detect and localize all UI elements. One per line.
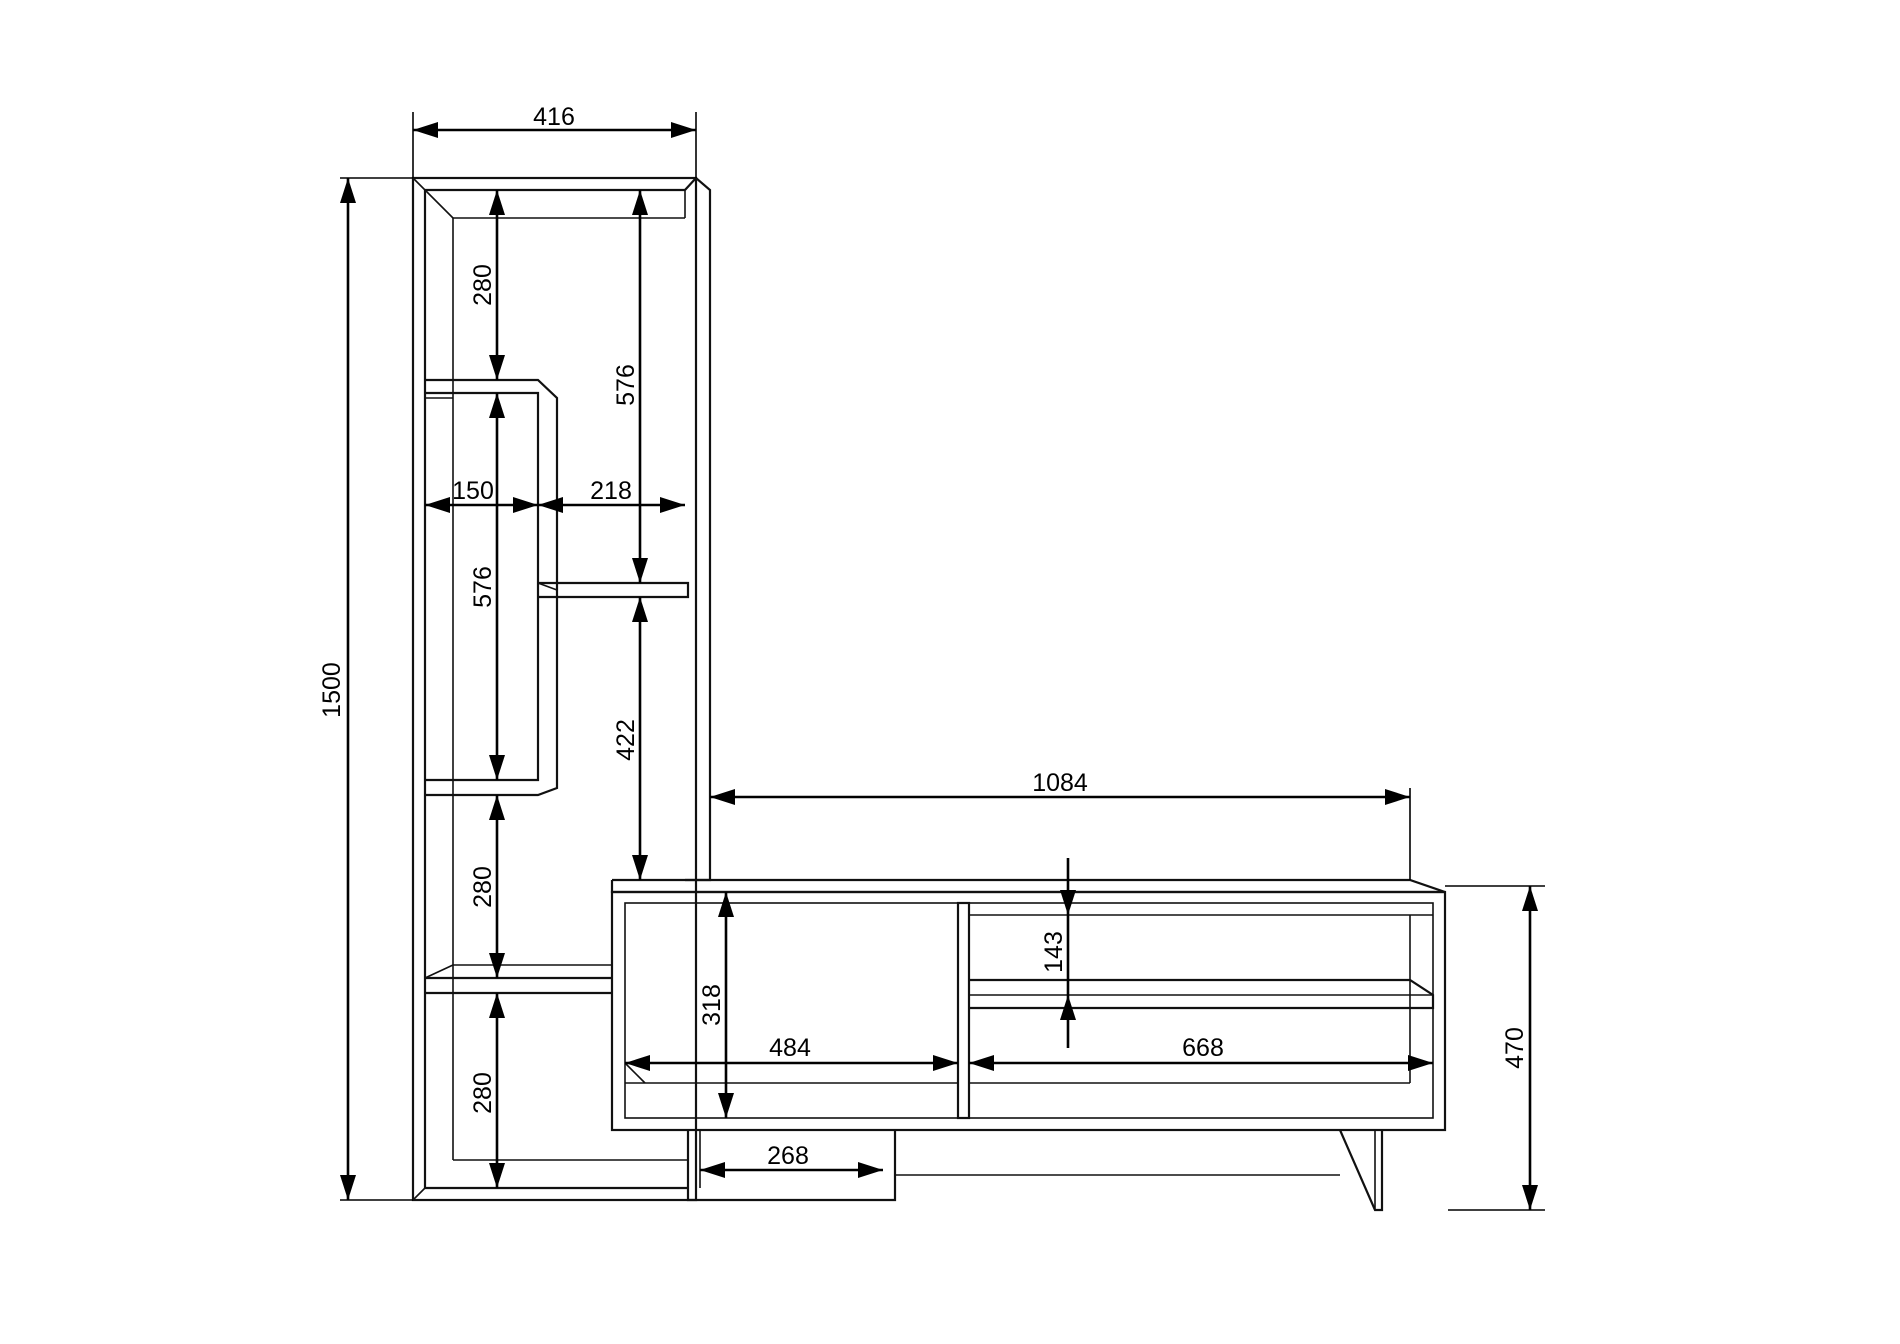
dim-label-1500: 1500 xyxy=(318,662,346,718)
dimension-318: 318 xyxy=(698,892,734,1118)
dimension-280-bottom: 280 xyxy=(469,993,505,1188)
dim-label-484: 484 xyxy=(769,1034,811,1062)
dim-label-150: 150 xyxy=(452,477,494,505)
dim-label-470: 470 xyxy=(1501,1027,1529,1069)
dim-label-280-bottom: 280 xyxy=(469,1072,497,1114)
dimension-416: 416 xyxy=(412,103,697,178)
dimension-576-left: 576 xyxy=(469,393,505,780)
dim-label-280-middle: 280 xyxy=(469,866,497,908)
dim-label-280-top: 280 xyxy=(469,264,497,306)
dimension-280-middle: 280 xyxy=(469,795,505,978)
dimension-576-right: 576 xyxy=(612,190,648,583)
dim-label-668: 668 xyxy=(1182,1034,1224,1062)
dimension-218: 218 xyxy=(538,477,685,513)
dim-label-218: 218 xyxy=(590,477,632,505)
dim-label-1084: 1084 xyxy=(1032,769,1088,797)
dimension-422: 422 xyxy=(612,597,648,880)
dim-label-268: 268 xyxy=(767,1142,809,1170)
dimension-268: 268 xyxy=(700,1142,883,1178)
dim-label-318: 318 xyxy=(698,984,726,1026)
dim-label-422: 422 xyxy=(612,719,640,761)
tall-shelf-unit xyxy=(411,176,712,1202)
dimension-150: 150 xyxy=(425,477,538,513)
dim-label-576-left: 576 xyxy=(469,566,497,608)
dimension-143: 143 xyxy=(1040,858,1076,1048)
dim-label-143: 143 xyxy=(1040,931,1068,973)
dimension-280-top: 280 xyxy=(469,190,505,380)
dimension-470: 470 xyxy=(1445,885,1545,1211)
tv-unit xyxy=(610,878,1447,1212)
dimension-1084: 1084 xyxy=(710,769,1411,880)
dimension-484: 484 xyxy=(625,1034,958,1071)
dimension-1500: 1500 xyxy=(318,177,413,1201)
dimension-668: 668 xyxy=(969,1034,1433,1071)
dim-label-576-right: 576 xyxy=(612,364,640,406)
dim-label-416: 416 xyxy=(533,103,575,131)
